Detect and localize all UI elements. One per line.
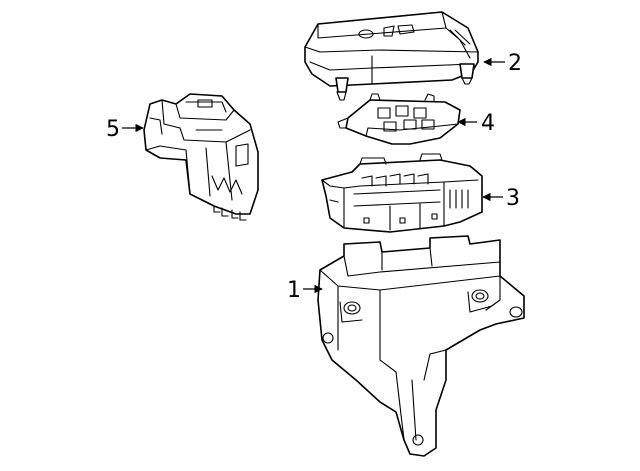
part-cover bbox=[304, 11, 479, 101]
callout-number-2: 2 bbox=[508, 51, 522, 76]
part-lower-housing bbox=[317, 235, 525, 457]
callout-number-4: 4 bbox=[481, 111, 495, 136]
callout-number-5: 5 bbox=[106, 117, 120, 142]
part-relay-module bbox=[143, 93, 259, 221]
part-fuse-block bbox=[321, 153, 483, 233]
callout-number-3: 3 bbox=[506, 186, 520, 211]
callout-leaders bbox=[122, 57, 505, 294]
part-relay-plate bbox=[337, 93, 461, 145]
callout-number-1: 1 bbox=[287, 278, 301, 303]
